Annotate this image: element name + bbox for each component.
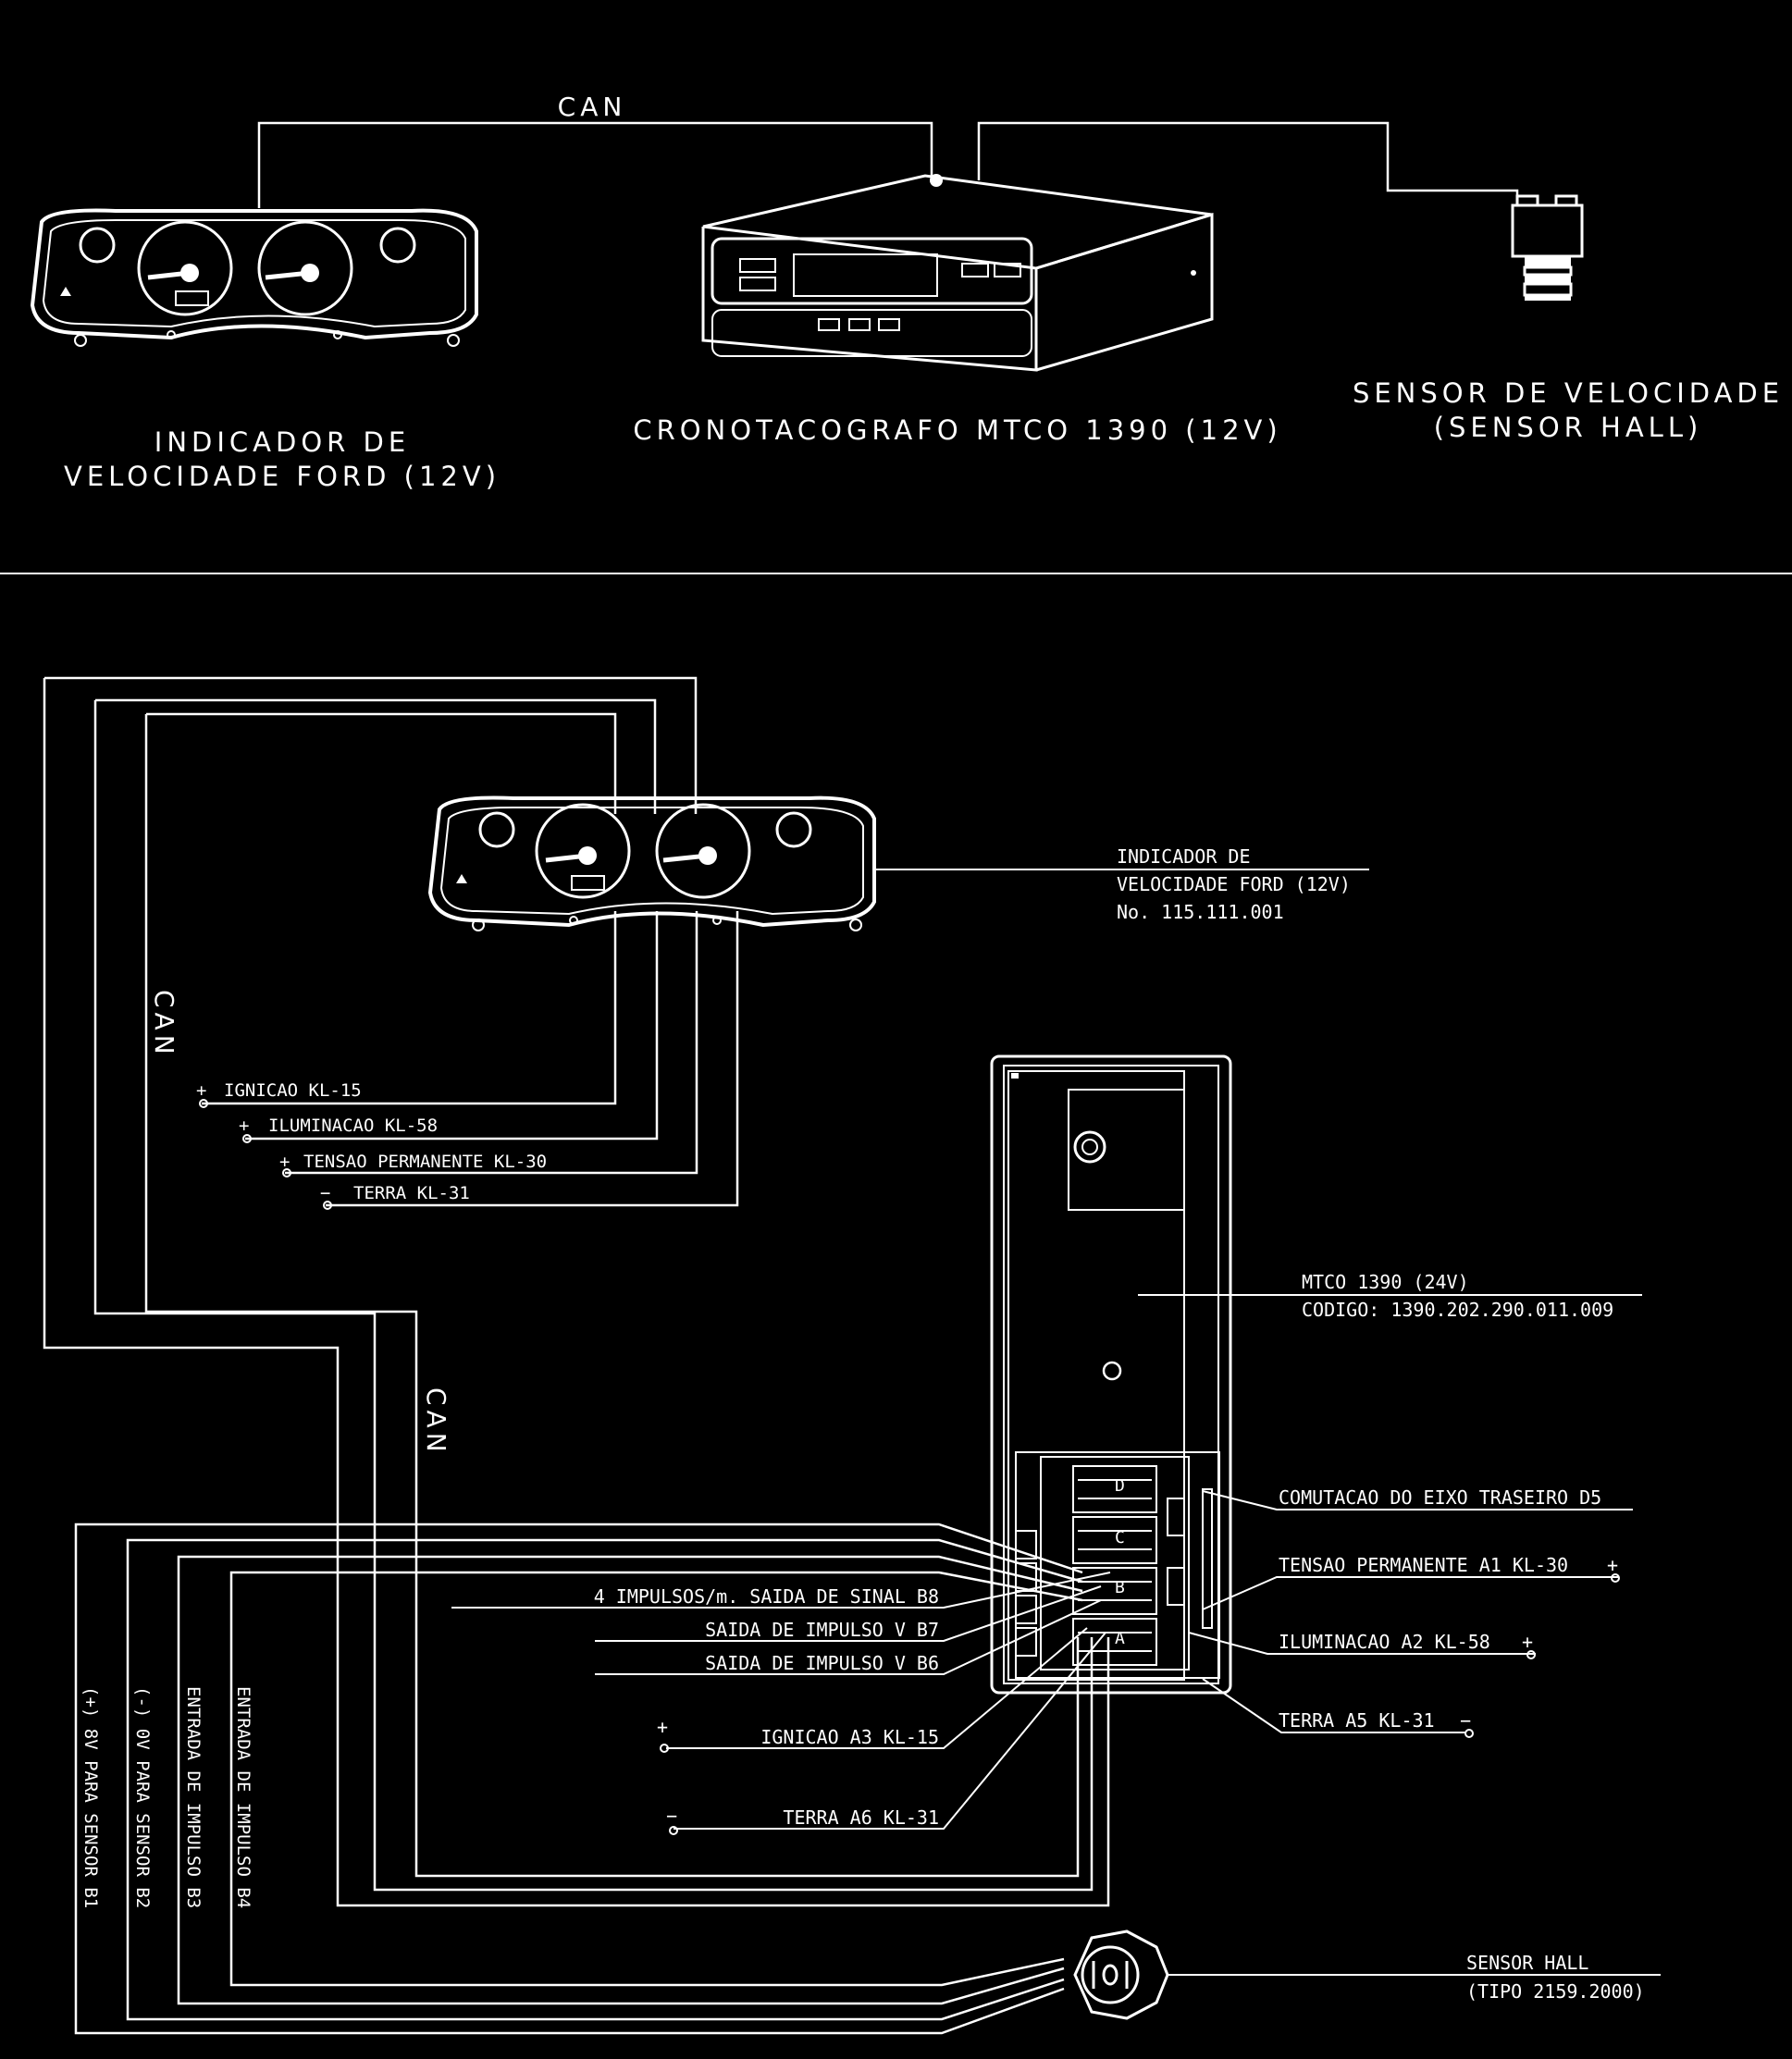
right-pin-sign-a5: − xyxy=(1460,1709,1471,1732)
right-pin-label-d5: COMUTACAO DO EIXO TRASEIRO D5 xyxy=(1279,1486,1601,1509)
sensor-harness xyxy=(74,1523,1083,2035)
cluster-callout-line3: No. 115.111.001 xyxy=(1117,901,1284,923)
mtco-connector-slots xyxy=(1015,1465,1213,1666)
left-pin-terminals xyxy=(660,1744,678,1835)
sensor-callout: SENSOR HALL (TIPO 2159.2000) xyxy=(1466,1952,1645,2003)
mtco-callout-line1: MTCO 1390 (24V) xyxy=(1302,1271,1469,1293)
can-label: CAN xyxy=(558,92,627,122)
connector-mark-a: A xyxy=(1115,1629,1125,1648)
cluster-callout-line1: INDICADOR DE xyxy=(1117,845,1251,868)
bottom-wiring: INDICADOR DE VELOCIDADE FORD (12V) No. 1… xyxy=(43,676,1661,2035)
right-pin-leaders xyxy=(1188,1490,1633,1733)
cluster-wire-label-3: TENSAO PERMANENTE KL-30 xyxy=(303,1152,547,1172)
connector-marks: D C B A xyxy=(1115,1476,1125,1648)
sensor-callout-line1: SENSOR HALL xyxy=(1466,1952,1588,1974)
cluster-wire-sign-2: + xyxy=(239,1116,249,1136)
cluster-supply-labels: + IGNICAO KL-15 + ILUMINACAO KL-58 + TEN… xyxy=(196,1080,547,1203)
right-pin-sign-a1: + xyxy=(1607,1554,1618,1576)
right-pin-label-a1: TENSAO PERMANENTE A1 KL-30 xyxy=(1279,1554,1568,1576)
tachograph-illustration-top xyxy=(701,174,1214,372)
cluster-callout-line2: VELOCIDADE FORD (12V) xyxy=(1117,873,1351,895)
right-pin-label-a2: ILUMINACAO A2 KL-58 xyxy=(1279,1631,1490,1653)
tacho-label-top: CRONOTACOGRAFO MTCO 1390 (12V) xyxy=(633,414,1281,446)
sensor-wire-label-b4: ENTRADA DE IMPULSO B4 xyxy=(233,1686,253,1908)
mtco-callout-line2: CODIGO: 1390.202.290.011.009 xyxy=(1302,1299,1613,1321)
sensor-wire-label-b1: (+) 8V PARA SENSOR B1 xyxy=(80,1686,101,1908)
sensor-label-top-line2: (SENSOR HALL) xyxy=(1434,412,1703,443)
mtco-callout: MTCO 1390 (24V) CODIGO: 1390.202.290.011… xyxy=(1302,1271,1613,1321)
can-label-left: CAN xyxy=(149,990,179,1059)
cluster-supply-wires xyxy=(202,911,739,1207)
cluster-wire-sign-4: − xyxy=(320,1183,330,1203)
left-pin-label-b6: SAIDA DE IMPULSO V B6 xyxy=(705,1652,939,1674)
left-pin-labels: 4 IMPULSOS/m. SAIDA DE SINAL B8 SAIDA DE… xyxy=(594,1585,939,1829)
can-label-middle: CAN xyxy=(421,1387,451,1457)
left-pin-label-a3: IGNICAO A3 KL-15 xyxy=(760,1726,939,1748)
cluster-label-top-line1: INDICADOR DE xyxy=(154,426,410,458)
sensor-wire-label-b3: ENTRADA DE IMPULSO B3 xyxy=(183,1686,204,1908)
cluster-wire-label-2: ILUMINACAO KL-58 xyxy=(268,1116,438,1136)
connector-mark-b: B xyxy=(1115,1578,1125,1597)
sensor-wire-labels: (+) 8V PARA SENSOR B1 (-) 0V PARA SENSOR… xyxy=(80,1686,253,1908)
sensor-wire-label-b2: (-) 0V PARA SENSOR B2 xyxy=(132,1686,153,1908)
right-pin-sign-a2: + xyxy=(1522,1631,1533,1653)
cluster-callout: INDICADOR DE VELOCIDADE FORD (12V) No. 1… xyxy=(1117,845,1351,923)
left-pin-label-b8: 4 IMPULSOS/m. SAIDA DE SINAL B8 xyxy=(594,1585,939,1608)
can-link xyxy=(257,121,933,208)
can-harness xyxy=(43,676,1110,1907)
cluster-supply-terminals xyxy=(199,1099,332,1210)
cluster-wire-label-1: IGNICAO KL-15 xyxy=(224,1080,362,1101)
cluster-label-top-line2: VELOCIDADE FORD (12V) xyxy=(64,461,501,492)
cluster-wire-sign-3: + xyxy=(279,1152,290,1172)
left-pin-label-a6: TERRA A6 KL-31 xyxy=(783,1806,939,1829)
left-pin-sign-a6: − xyxy=(666,1805,677,1827)
right-pin-label-a5: TERRA A5 KL-31 xyxy=(1279,1709,1435,1732)
left-pin-sign-a3: + xyxy=(657,1716,668,1738)
cluster-illustration-top xyxy=(30,208,478,347)
sensor-link xyxy=(977,121,1519,199)
left-pin-label-b7: SAIDA DE IMPULSO V B7 xyxy=(705,1619,939,1641)
right-pin-labels: COMUTACAO DO EIXO TRASEIRO D5 TENSAO PER… xyxy=(1279,1486,1618,1732)
cluster-illustration-bottom xyxy=(427,795,876,931)
sensor-label-top-line1: SENSOR DE VELOCIDADE xyxy=(1353,377,1784,409)
mtco-unit: D C B A xyxy=(990,1054,1232,1695)
right-pin-terminals xyxy=(1464,1573,1620,1738)
connector-mark-d: D xyxy=(1115,1476,1125,1496)
speed-sensor-illustration-top xyxy=(1511,194,1584,301)
connector-mark-c: C xyxy=(1115,1528,1125,1547)
sensor-callout-line2: (TIPO 2159.2000) xyxy=(1466,1980,1645,2003)
cluster-wire-label-4: TERRA KL-31 xyxy=(353,1183,470,1203)
top-overview: CAN xyxy=(30,92,1784,492)
cluster-wire-sign-1: + xyxy=(196,1080,206,1101)
